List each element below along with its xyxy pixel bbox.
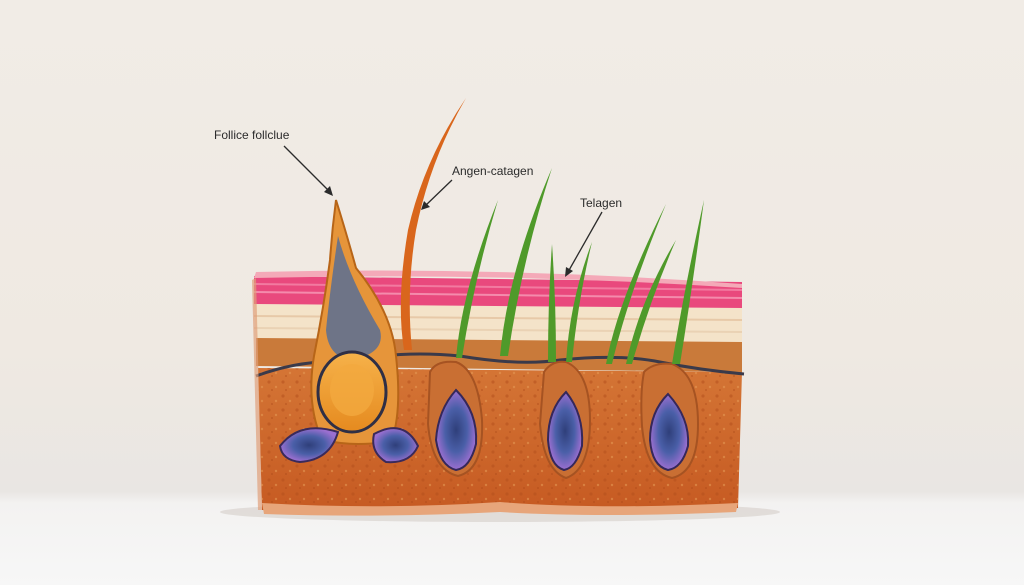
- follicle-4: [640, 362, 700, 480]
- green-hairs: [456, 168, 704, 364]
- label-anagen-catagen: Angen-catagen: [452, 164, 534, 178]
- papilla-3: [546, 390, 584, 472]
- hair-shaft-grey: [326, 236, 381, 360]
- dermal-papilla-right: [372, 427, 420, 464]
- follicle-2: [426, 360, 484, 478]
- hair-green-7: [672, 200, 704, 364]
- hair-green-1: [456, 200, 498, 358]
- arrow-pointer-icon: [283, 145, 603, 277]
- follicle-3: [538, 360, 592, 480]
- hair-green-3: [548, 244, 556, 362]
- dermal-papilla-left: [278, 427, 340, 464]
- label-follicle: Follice follclue: [214, 128, 290, 142]
- papilla-2: [434, 388, 478, 472]
- papilla-4: [648, 392, 690, 472]
- label-telogen: Telagen: [580, 196, 623, 210]
- anagen-follicle: [278, 199, 420, 464]
- stratum-top: [254, 270, 742, 288]
- hair-green-5: [606, 204, 666, 364]
- hair-shaft-orange: [400, 98, 466, 350]
- hair-green-4: [566, 242, 592, 362]
- block-bottom-edge: [262, 502, 738, 516]
- hair-green-2: [500, 168, 552, 356]
- hair-green-6: [626, 240, 676, 364]
